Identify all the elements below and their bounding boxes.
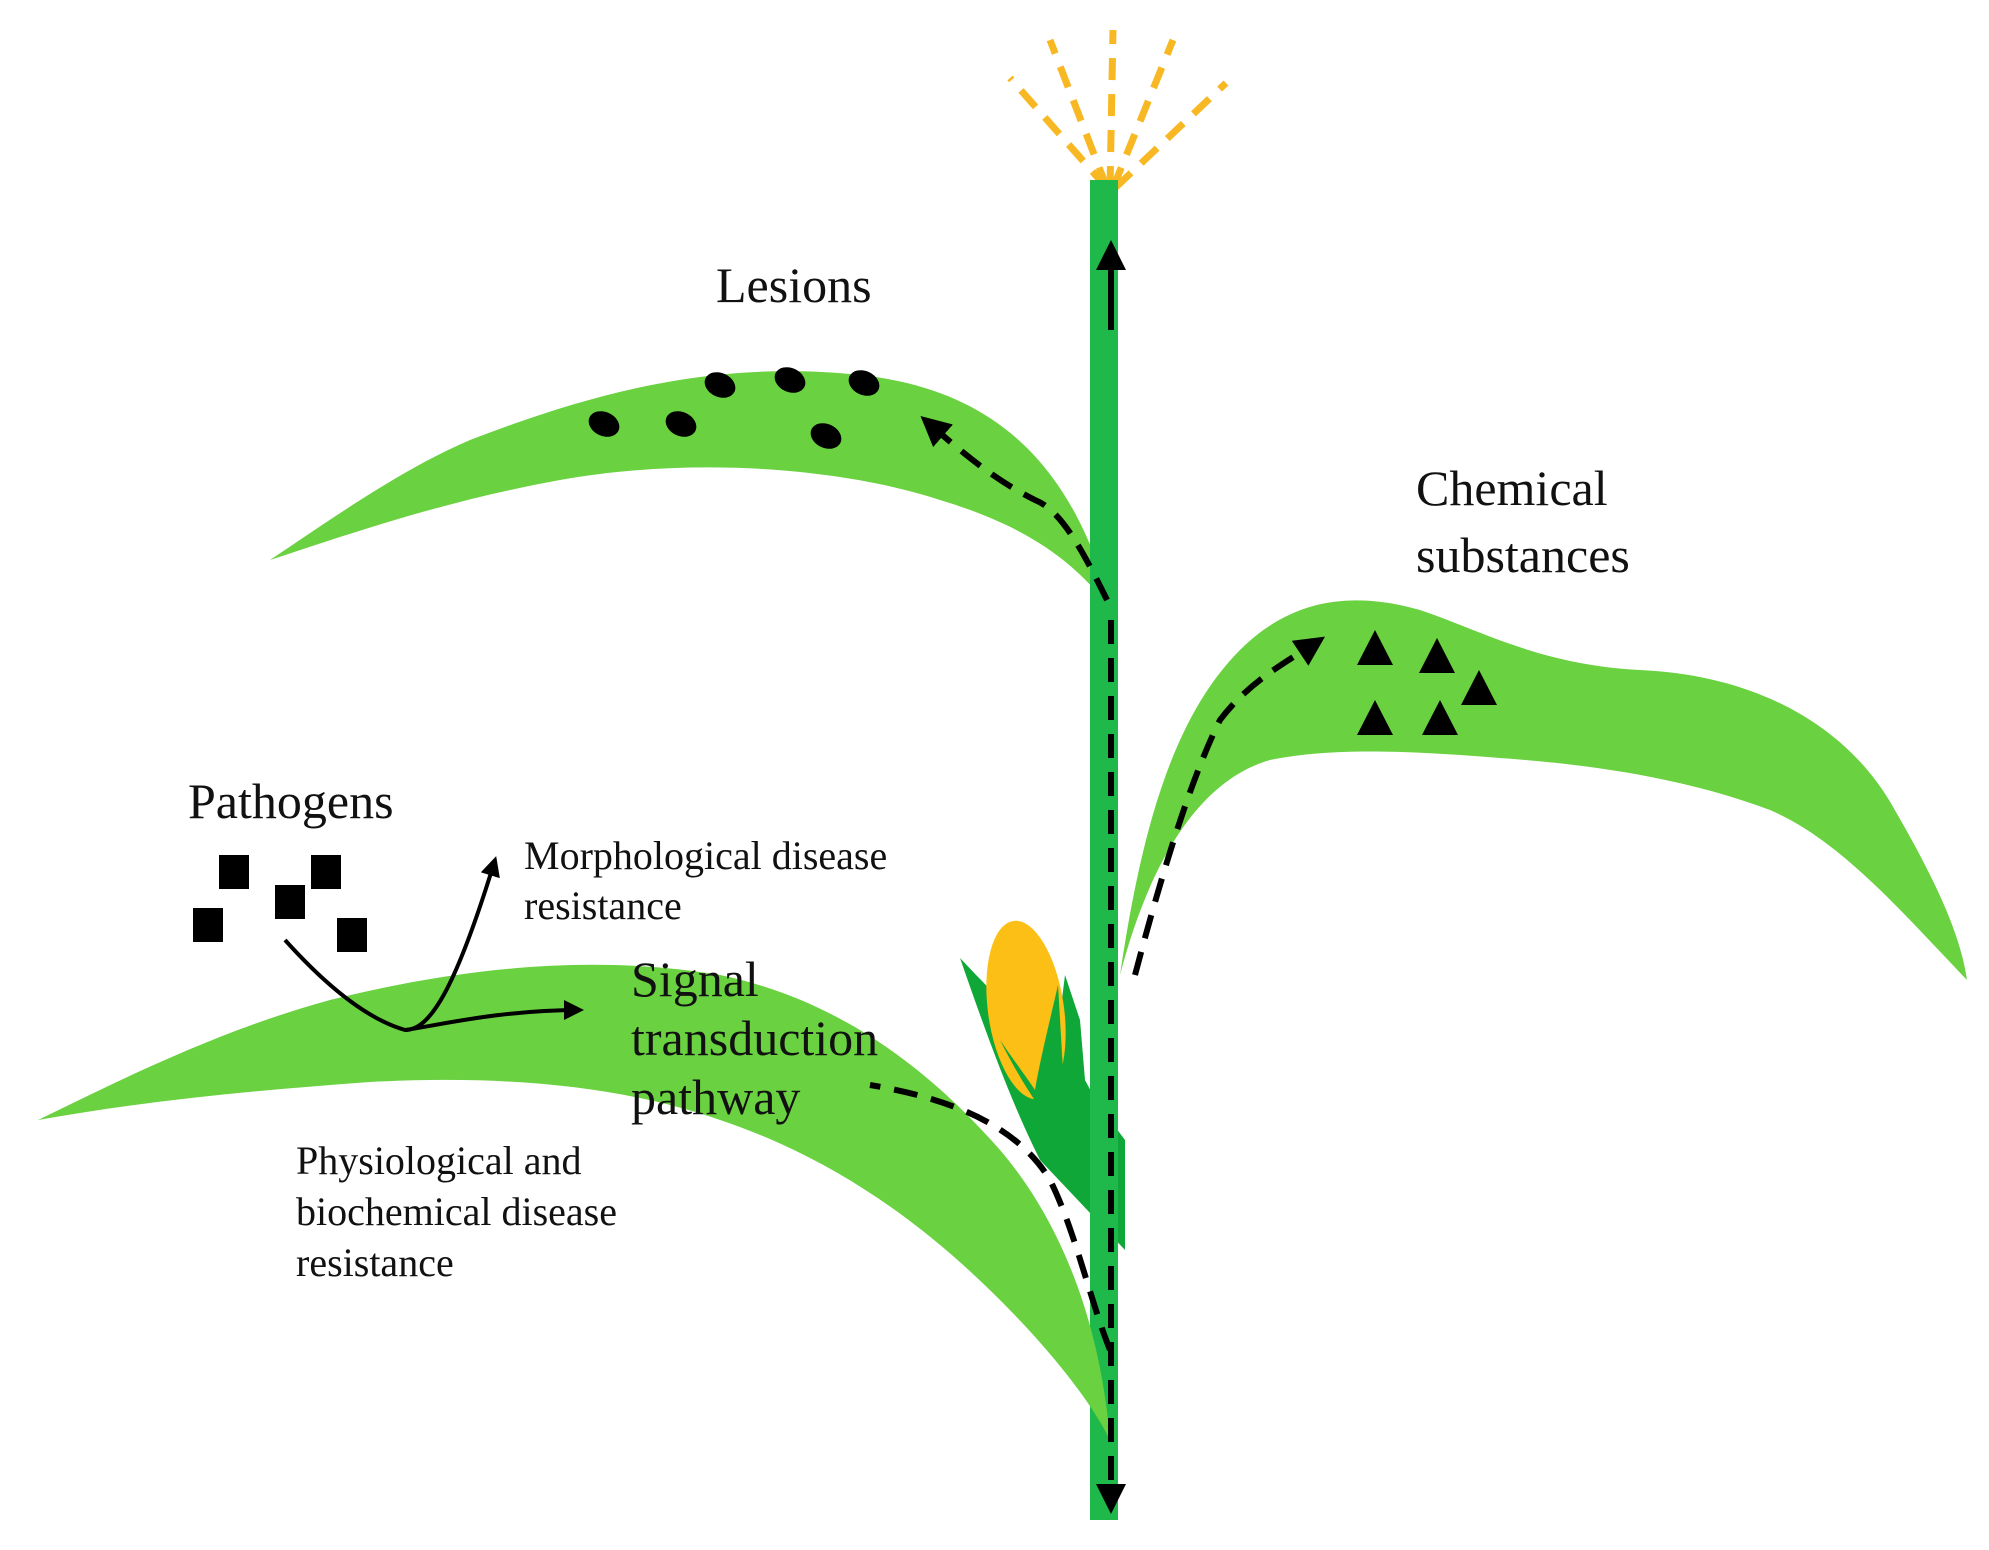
signal-label-line3: pathway [631, 1069, 800, 1125]
tassel [1007, 29, 1229, 191]
physio-label-line2: biochemical disease [296, 1189, 617, 1234]
physio-label-line1: Physiological and [296, 1138, 582, 1183]
lesions-label: Lesions [716, 257, 872, 313]
signal-label-line2: transduction [631, 1010, 878, 1066]
chemical-triangle [1419, 638, 1455, 673]
lesion-spot [810, 423, 842, 449]
chemical-triangle [1357, 630, 1393, 665]
physio-label-line3: resistance [296, 1240, 454, 1285]
lower-leaf-arrow [869, 1082, 1113, 1352]
chemical-triangle [1461, 670, 1497, 705]
chemical-label-line1: Chemical [1416, 460, 1608, 516]
morphological-label-line2: resistance [524, 883, 682, 928]
upper-left-leaf [270, 371, 1112, 610]
chemical-triangle [1422, 700, 1458, 735]
signal-label-line1: Signal [631, 951, 759, 1007]
pathogen-square [219, 855, 249, 889]
signal-arrows [869, 240, 1325, 1514]
lesion-spot [588, 411, 620, 437]
pathogen-square [275, 885, 305, 919]
pathogen-square [193, 908, 223, 942]
morphological-label-line1: Morphological disease [524, 833, 887, 878]
right-leaf-arrow [1132, 636, 1325, 976]
lower-left-leaf [38, 964, 1110, 1440]
lesion-spot [774, 367, 806, 393]
pathogen-square [311, 855, 341, 889]
chemical-triangle [1357, 700, 1393, 735]
chemical-label-line2: substances [1416, 527, 1630, 583]
lesion-spot [704, 372, 736, 398]
pathogens-label: Pathogens [188, 773, 394, 829]
pathogen-squares [193, 855, 367, 952]
lesion-spot [665, 411, 697, 437]
chemical-triangles [1357, 630, 1497, 735]
lesion-spots [588, 367, 880, 449]
pathogen-square [337, 918, 367, 952]
upper-leaf-arrow [920, 416, 1110, 602]
pathway-arrows [283, 856, 584, 1033]
lesion-spot [848, 370, 880, 396]
signal-arrow [404, 1000, 584, 1032]
right-leaf [1120, 600, 1967, 980]
